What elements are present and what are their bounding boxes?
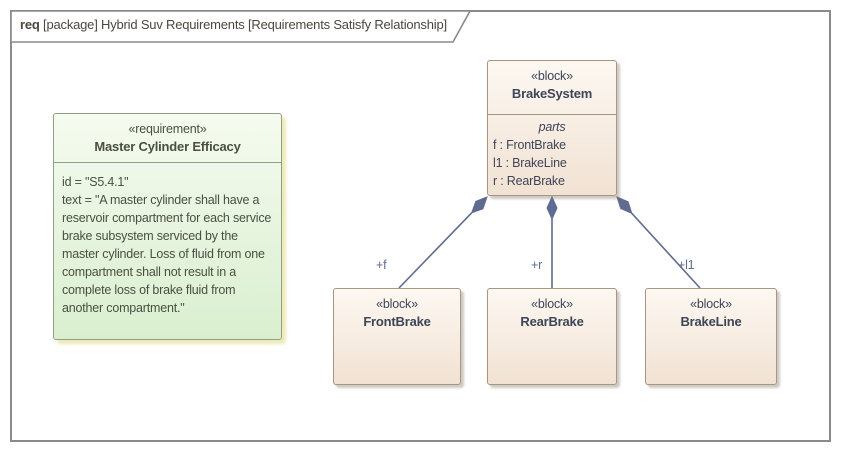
composition-connector-r[interactable] <box>546 195 558 288</box>
block-node-brakesystem[interactable]: «block» BrakeSystem parts f : FrontBrake… <box>487 60 617 196</box>
frame-title-tab-shape <box>10 10 472 43</box>
rearbrake-header: «block» RearBrake <box>488 289 616 331</box>
frontbrake-header: «block» FrontBrake <box>334 289 460 331</box>
composition-connector-l1[interactable] <box>616 196 701 289</box>
requirement-id-line: id = "S5.4.1" <box>62 175 129 189</box>
connector-line-f[interactable] <box>398 212 473 289</box>
composition-diamond-l1[interactable] <box>616 196 633 215</box>
requirement-body: id = "S5.4.1" text = "A master cylinder … <box>54 163 281 317</box>
requirement-node-master-cylinder-efficacy[interactable]: «requirement» Master Cylinder Efficacy i… <box>53 113 282 340</box>
composition-connector-f[interactable] <box>398 196 488 289</box>
brakesystem-header: «block» BrakeSystem <box>488 61 616 115</box>
rearbrake-stereotype: «block» <box>531 297 573 311</box>
requirement-stereotype: «requirement» <box>128 122 207 136</box>
frame-title-text: [package] Hybrid Suv Requirements [Requi… <box>39 17 447 32</box>
rearbrake-name: RearBrake <box>520 314 584 329</box>
brakeline-name: BrakeLine <box>680 314 742 329</box>
frame-title: req [package] Hybrid Suv Requirements [R… <box>20 17 447 32</box>
part-line-l1: l1 : BrakeLine <box>493 156 567 170</box>
requirement-text-line: text = "A master cylinder shall have a r… <box>62 193 272 315</box>
part-line-f: f : FrontBrake <box>493 138 566 152</box>
part-line-r: r : RearBrake <box>493 174 565 188</box>
frame-title-keyword: req <box>20 17 40 32</box>
block-node-rearbrake[interactable]: «block» RearBrake <box>487 288 617 385</box>
brakesystem-parts-compartment: parts f : FrontBrake l1 : BrakeLine r : … <box>488 115 616 190</box>
frame-title-tab <box>10 10 472 43</box>
brakeline-header: «block» BrakeLine <box>646 289 776 331</box>
block-node-brakeline[interactable]: «block» BrakeLine <box>645 288 777 385</box>
connector-role-label-f: +f <box>376 258 387 272</box>
brakeline-stereotype: «block» <box>690 297 732 311</box>
requirement-header: «requirement» Master Cylinder Efficacy <box>54 114 281 163</box>
frontbrake-name: FrontBrake <box>363 314 431 329</box>
block-node-frontbrake[interactable]: «block» FrontBrake <box>333 288 461 385</box>
composition-diamond-f[interactable] <box>470 196 488 214</box>
brakesystem-name: BrakeSystem <box>511 86 593 101</box>
connector-role-label-l1: +l1 <box>678 258 695 272</box>
brakesystem-stereotype: «block» <box>531 69 573 83</box>
connector-role-label-r: +r <box>531 258 543 272</box>
frontbrake-stereotype: «block» <box>376 297 418 311</box>
parts-compartment-label: parts <box>538 120 566 134</box>
requirement-name: Master Cylinder Efficacy <box>94 139 241 154</box>
connector-line-l1[interactable] <box>631 212 701 289</box>
composition-diamond-r[interactable] <box>546 195 558 221</box>
